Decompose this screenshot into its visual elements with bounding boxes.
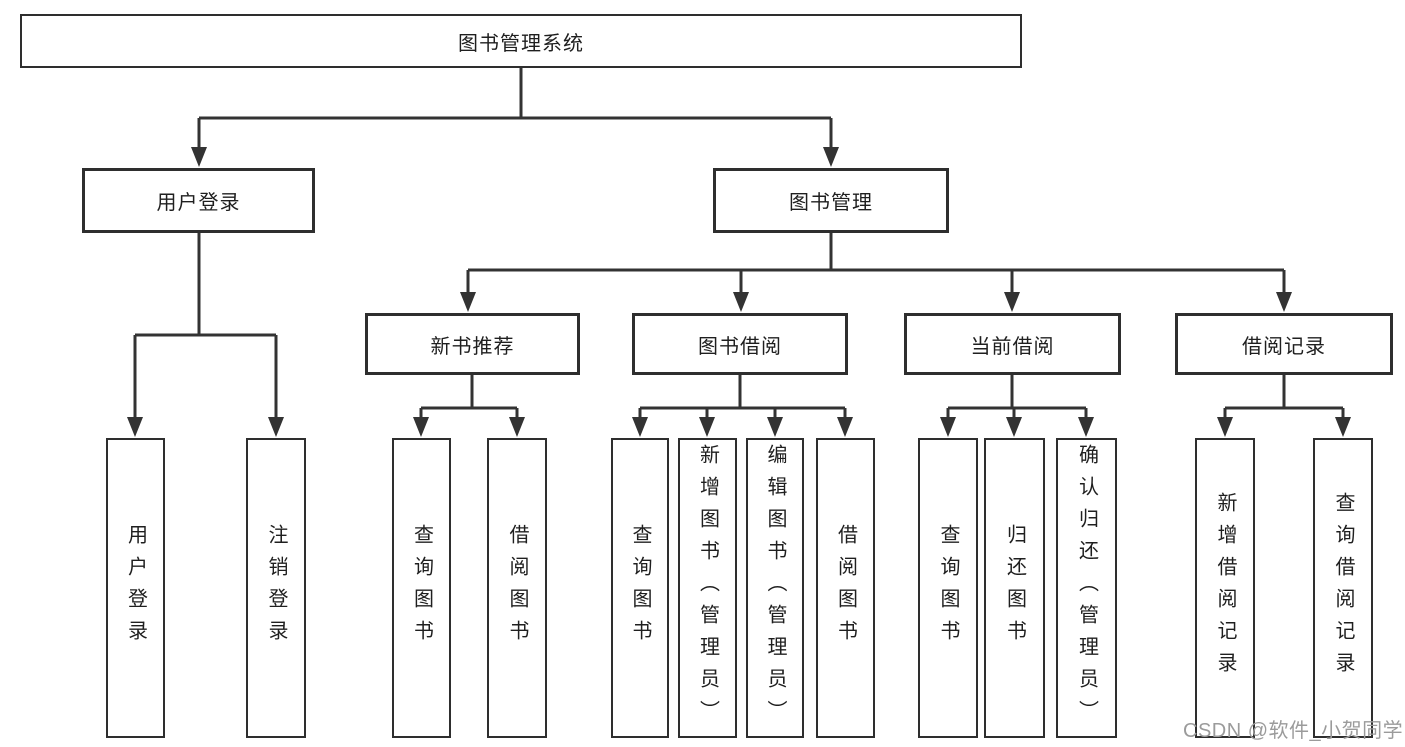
leaf-return-books-label: 归还图书 (1003, 524, 1026, 652)
leaf-confirm-return-admin: 确认归还（管理员） (1056, 438, 1117, 738)
node-book-borrow-label: 图书借阅 (698, 335, 782, 358)
leaf-query-books-recommend-label: 查询图书 (410, 524, 433, 652)
node-root-label: 图书管理系统 (458, 32, 584, 55)
leaf-query-books-current-label: 查询图书 (937, 524, 959, 652)
leaf-edit-books-admin-label: 编辑图书（管理员） (764, 444, 786, 732)
leaf-query-books-borrow-label: 查询图书 (629, 524, 651, 652)
node-book-borrow: 图书借阅 (632, 313, 848, 375)
leaf-logout-login: 注销登录 (246, 438, 306, 738)
node-new-book-recommend-label: 新书推荐 (430, 335, 515, 358)
node-book-management-label: 图书管理 (789, 192, 873, 214)
leaf-return-books: 归还图书 (984, 438, 1045, 738)
csdn-watermark: CSDN @软件_小贺同学 (1183, 720, 1404, 742)
node-book-management: 图书管理 (713, 168, 949, 233)
leaf-add-books-admin: 新增图书（管理员） (678, 438, 737, 738)
leaf-confirm-return-admin-label: 确认归还（管理员） (1075, 444, 1098, 732)
leaf-borrow-books-recommend-label: 借阅图书 (506, 524, 528, 652)
leaf-logout-login-label: 注销登录 (265, 524, 287, 652)
node-current-borrow: 当前借阅 (904, 313, 1121, 375)
leaf-add-borrow-record: 新增借阅记录 (1195, 438, 1255, 738)
leaf-edit-books-admin: 编辑图书（管理员） (746, 438, 804, 738)
leaf-query-borrow-record-label: 查询借阅记录 (1332, 492, 1354, 684)
leaf-query-books-recommend: 查询图书 (392, 438, 451, 738)
node-root: 图书管理系统 (20, 14, 1022, 68)
leaf-borrow-books-recommend: 借阅图书 (487, 438, 547, 738)
leaf-borrow-books-borrow-label: 借阅图书 (834, 524, 857, 652)
node-current-borrow-label: 当前借阅 (970, 335, 1055, 358)
leaf-query-books-borrow: 查询图书 (611, 438, 669, 738)
leaf-add-books-admin-label: 新增图书（管理员） (696, 444, 719, 732)
leaf-borrow-books-borrow: 借阅图书 (816, 438, 875, 738)
leaf-query-borrow-record: 查询借阅记录 (1313, 438, 1373, 738)
node-user-login-label: 用户登录 (156, 192, 241, 214)
node-user-login: 用户登录 (82, 168, 315, 233)
node-borrow-records-label: 借阅记录 (1242, 335, 1326, 358)
leaf-add-borrow-record-label: 新增借阅记录 (1214, 492, 1236, 684)
arrowheads (127, 147, 1351, 437)
node-borrow-records: 借阅记录 (1175, 313, 1393, 375)
leaf-user-login-label: 用户登录 (124, 524, 147, 652)
leaf-query-books-current: 查询图书 (918, 438, 978, 738)
node-new-book-recommend: 新书推荐 (365, 313, 580, 375)
leaf-user-login: 用户登录 (106, 438, 165, 738)
